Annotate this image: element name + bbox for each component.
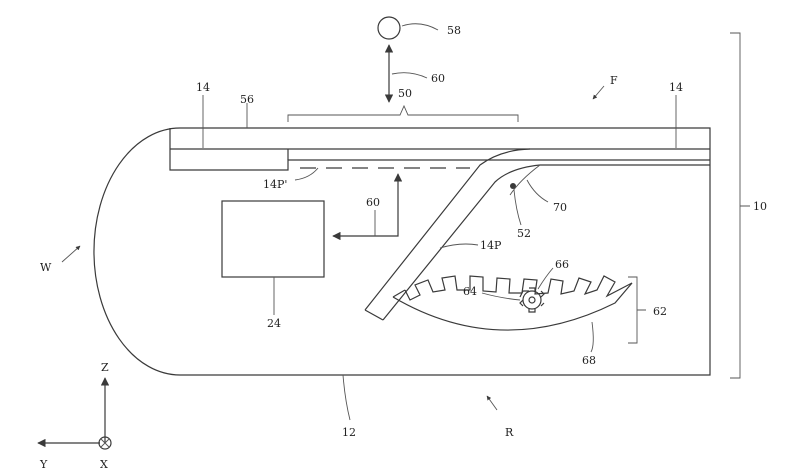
- label-64: 64: [463, 285, 477, 298]
- motion-arrow-60-mid: [332, 173, 403, 241]
- axis-x-cross: [100, 438, 110, 448]
- sensor-52: [510, 183, 516, 189]
- leader-52: [513, 189, 522, 226]
- label-62: 62: [653, 305, 667, 318]
- flexible-panel-end: [364, 309, 384, 321]
- leader-58: [401, 23, 439, 31]
- label-50: 50: [398, 87, 412, 100]
- housing-outline: [93, 127, 711, 376]
- label-14-left: 14: [196, 81, 210, 94]
- label-56: 56: [240, 93, 254, 106]
- label-10: 10: [753, 200, 767, 213]
- label-60-top: 60: [431, 72, 445, 85]
- label-14-right: 14: [669, 81, 683, 94]
- component-24: [221, 200, 325, 278]
- label-66: 66: [555, 258, 569, 271]
- rack-68: [392, 282, 633, 331]
- label-z: Z: [101, 361, 109, 374]
- leader-64: [481, 292, 521, 301]
- label-24: 24: [267, 317, 281, 330]
- rack-teeth: [404, 275, 633, 301]
- leader-14p: [439, 243, 479, 249]
- axis-x-symbol: [98, 436, 112, 450]
- label-68: 68: [582, 354, 596, 367]
- leader-68: [590, 321, 594, 353]
- pinion-66: [522, 290, 542, 310]
- label-12: 12: [342, 426, 356, 439]
- label-y: Y: [39, 458, 48, 471]
- bracket-62: [628, 276, 646, 344]
- pinion-hub: [528, 296, 536, 304]
- object-58: [377, 16, 401, 40]
- label-f: F: [610, 74, 618, 87]
- leader-12: [342, 374, 351, 421]
- brace-50: [287, 104, 519, 122]
- pinion-teeth: [519, 287, 545, 313]
- leader-w: [61, 245, 81, 263]
- leader-r: [486, 395, 498, 411]
- label-60-mid: 60: [366, 196, 380, 209]
- display-layer: [169, 128, 710, 171]
- label-70: 70: [553, 201, 567, 214]
- label-x: X: [100, 458, 108, 471]
- label-14p-prime: 14P': [263, 178, 287, 191]
- label-52: 52: [517, 227, 531, 240]
- label-14p: 14P: [480, 239, 502, 252]
- label-w: W: [40, 261, 52, 274]
- leader-66: [537, 267, 554, 290]
- leader-f: [592, 85, 605, 100]
- label-r: R: [505, 426, 514, 439]
- leader-60-top: [391, 72, 428, 79]
- leader-70: [526, 179, 549, 203]
- bracket-10: [730, 32, 750, 379]
- label-58: 58: [447, 24, 461, 37]
- leader-14p-prime: [294, 167, 319, 181]
- guide-70: [509, 164, 541, 196]
